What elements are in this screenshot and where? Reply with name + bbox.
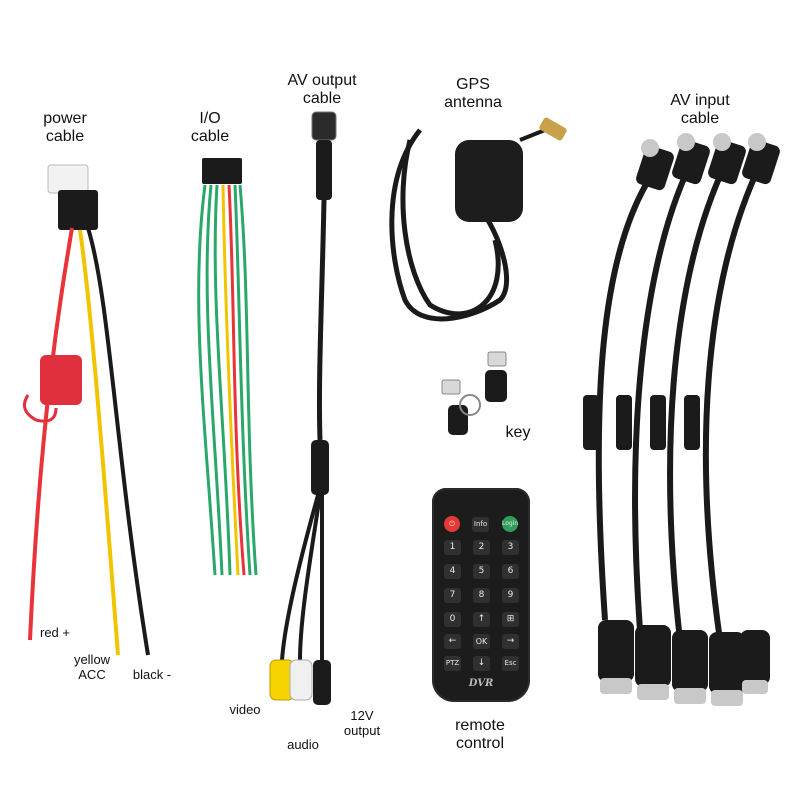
remote-brand-label: DVR	[468, 678, 494, 689]
key-9-button[interactable]: 9	[502, 588, 519, 603]
ok-button[interactable]: OK	[473, 634, 490, 649]
black-wire-label: black -	[132, 667, 172, 682]
key-5-button[interactable]: 5	[473, 564, 490, 579]
video-label: video	[229, 702, 261, 717]
power-button[interactable]: ⏻	[444, 516, 460, 532]
esc-button[interactable]: Esc	[502, 656, 519, 671]
av-input-cables	[583, 133, 780, 706]
key-8-button[interactable]: 8	[473, 588, 490, 603]
key-4-button[interactable]: 4	[444, 564, 461, 579]
remote-control-device: ⏻ Info Login 1 2 3 4 5 6 7 8 9 0 ↑ ⊞ ← O…	[432, 488, 530, 702]
key-label: key	[505, 424, 531, 441]
red-wire-label: red +	[40, 625, 70, 640]
left-arrow-button[interactable]: ←	[444, 634, 461, 649]
keys	[441, 351, 507, 435]
key-6-button[interactable]: 6	[502, 564, 519, 579]
av-split-housing	[311, 440, 329, 495]
red-wire	[28, 227, 74, 641]
black-wire	[86, 227, 150, 656]
io-connector	[202, 158, 242, 184]
key-0-button[interactable]: 0	[444, 612, 461, 627]
power-connector-white	[47, 164, 89, 194]
up-arrow-button[interactable]: ↑	[473, 612, 490, 627]
key-3-button[interactable]: 3	[502, 540, 519, 555]
right-arrow-button[interactable]: →	[502, 634, 519, 649]
login-button[interactable]: Login	[502, 516, 518, 532]
gps-puck	[455, 140, 523, 222]
yellow-wire	[78, 229, 120, 656]
fuse-cap-strap	[22, 394, 58, 423]
key-1-button[interactable]: 1	[444, 540, 461, 555]
av-output-connector	[311, 111, 337, 141]
key-7-button[interactable]: 7	[444, 588, 461, 603]
key-2-button[interactable]: 2	[473, 540, 490, 555]
rca-white-audio	[289, 659, 313, 701]
av-output-cable	[269, 111, 337, 705]
fuse-holder	[40, 355, 82, 405]
down-arrow-button[interactable]: ↓	[473, 656, 490, 671]
ptz-button[interactable]: PTZ	[444, 656, 461, 671]
gps-antenna	[389, 117, 567, 322]
io-cable	[197, 158, 258, 576]
info-button[interactable]: Info	[472, 517, 489, 532]
power-connector-black	[58, 190, 98, 230]
grid-button[interactable]: ⊞	[502, 612, 519, 627]
power-cable	[22, 164, 150, 656]
audio-label: audio	[287, 737, 319, 752]
dc-plug-12v	[313, 660, 331, 705]
sma-connector	[539, 117, 567, 141]
